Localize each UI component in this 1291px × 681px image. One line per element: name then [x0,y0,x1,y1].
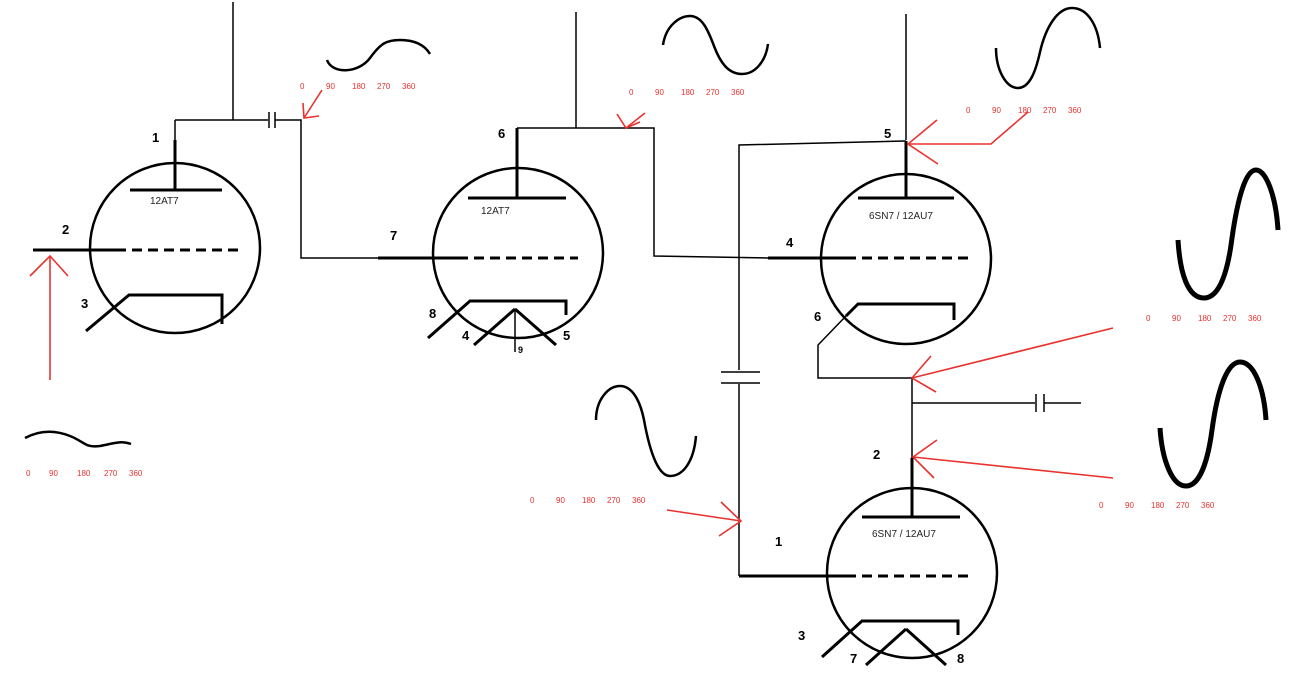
pin-2-label: 2 [873,447,880,462]
phase-tick-90: 90 [1125,501,1134,510]
phase-tick-270: 270 [706,88,720,97]
phase-tick-0: 0 [300,82,305,91]
phase-tick-0: 0 [1099,501,1104,510]
phase-arrows [29,89,1114,537]
cathode-junction-arrow [910,327,1114,393]
phase-tick-180: 180 [681,88,695,97]
wiring [174,2,1081,576]
phase-tick-90: 90 [992,106,1001,115]
pin-1-label: 1 [775,534,782,549]
lower-grid-waveform [594,384,698,478]
stage1-output-waveform [325,38,432,72]
cathode [85,293,224,333]
stage2-output-arrow [616,112,646,130]
cathode [427,299,568,340]
phase-tick-270: 270 [1043,106,1057,115]
heater-left [473,307,516,347]
pin-6-label: 6 [498,126,505,141]
tube-type-label: 6SN7 / 12AU7 [869,211,933,222]
phase-tick-90: 90 [49,469,58,478]
tube-12at7-stage2: 12AT7 6 7 8 4 5 9 [378,126,605,355]
phase-tick-90: 90 [556,496,565,505]
tube-6sn7-upper: 6SN7 / 12AU7 5 4 6 [768,126,993,346]
upper-plate-feed-wire [738,140,907,370]
coupling-wire-1 [275,119,380,259]
phase-tick-180: 180 [1198,314,1212,323]
phase-tick-0: 0 [1146,314,1151,323]
stage2-plate-wire [517,127,771,259]
phase-tick-360: 360 [731,88,745,97]
input-arrow [29,254,69,380]
pin-4-label: 4 [462,328,470,343]
phase-tick-270: 270 [1223,314,1237,323]
pin-2-label: 2 [62,222,69,237]
phase-tick-180: 180 [582,496,596,505]
heater-right [514,307,557,347]
tube-6sn7-lower: 6SN7 / 12AU7 2 1 3 7 8 [739,447,999,667]
phase-tick-180: 180 [352,82,366,91]
phase-tick-90: 90 [1172,314,1181,323]
pin-3-label: 3 [81,296,88,311]
phase-tick-270: 270 [104,469,118,478]
phase-scale-upper-plate: 0 90 180 270 360 [966,106,1082,115]
input-waveform [24,430,132,448]
phase-tick-360: 360 [1248,314,1262,323]
phase-scale-input: 0 90 180 270 360 [26,469,143,478]
pin-3-label: 3 [798,628,805,643]
tube-12at7-stage1: 12AT7 1 2 3 [33,130,262,335]
phase-scale-stage2-out: 0 90 180 270 360 [629,88,745,97]
phase-tick-90: 90 [655,88,664,97]
cathode-link-wire [817,315,912,379]
stage2-output-waveform [661,14,770,76]
phase-scale-cathode-junction: 0 90 180 270 360 [1146,314,1262,323]
phase-tick-0: 0 [966,106,971,115]
phase-tick-360: 360 [402,82,416,91]
tube-type-label: 6SN7 / 12AU7 [872,529,936,540]
phase-tick-360: 360 [1201,501,1215,510]
phase-tick-270: 270 [607,496,621,505]
lower-grid-arrow [666,501,743,537]
phase-tick-360: 360 [1068,106,1082,115]
upper-plate-waveform [994,6,1102,90]
pin-1-label: 1 [152,130,159,145]
phase-scale-lower-grid: 0 90 180 270 360 [530,496,646,505]
pin-4-label: 4 [786,235,794,250]
phase-tick-270: 270 [377,82,391,91]
phase-tick-270: 270 [1176,501,1190,510]
upper-plate-arrow [906,111,1029,165]
pin-9-label: 9 [518,345,523,355]
cathode [820,619,960,659]
pin-6-label: 6 [814,309,821,324]
phase-tick-0: 0 [629,88,634,97]
pin-8-label: 8 [429,306,436,321]
phase-tick-90: 90 [326,82,335,91]
heater-left [864,627,908,667]
pin-5-label: 5 [884,126,891,141]
tube-type-label: 12AT7 [150,196,179,207]
lower-plate-arrow [911,439,1114,479]
pin-5-label: 5 [563,328,570,343]
phase-tick-360: 360 [129,469,143,478]
phase-tick-0: 0 [26,469,31,478]
cathode-junction-waveform [1175,167,1281,301]
phase-tick-0: 0 [530,496,535,505]
phase-tick-180: 180 [77,469,91,478]
phase-scale-stage1-out: 0 90 180 270 360 [300,82,416,91]
phase-tick-360: 360 [632,496,646,505]
stage1-output-arrow [302,89,323,119]
phase-scale-lower-plate: 0 90 180 270 360 [1099,501,1215,510]
pin-7-label: 7 [850,651,857,666]
cathode [844,302,956,320]
pin-7-label: 7 [390,228,397,243]
lower-plate-waveform [1157,359,1269,489]
heater-right [904,627,948,667]
tube-type-label: 12AT7 [481,206,510,217]
phase-tick-180: 180 [1018,106,1032,115]
waveforms [24,6,1281,489]
pin-8-label: 8 [957,651,964,666]
phase-tick-180: 180 [1151,501,1165,510]
